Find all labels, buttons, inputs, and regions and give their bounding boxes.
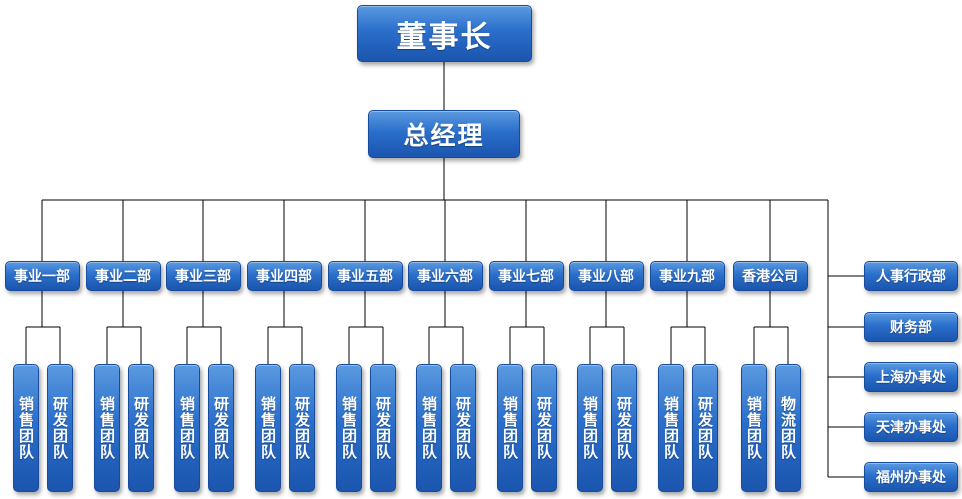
team-node: 销售团队 [255,364,281,492]
side-unit-node: 天津办事处 [864,412,958,442]
side-unit-node: 财务部 [864,312,958,342]
department-node: 事业一部 [4,261,80,291]
team-node: 研发团队 [208,364,234,492]
team-node: 销售团队 [416,364,442,492]
team-node: 销售团队 [13,364,39,492]
team-node: 研发团队 [128,364,154,492]
team-node: 物流团队 [775,364,801,492]
team-node: 研发团队 [450,364,476,492]
team-node: 销售团队 [741,364,767,492]
team-node: 研发团队 [531,364,557,492]
side-unit-node: 上海办事处 [864,362,958,392]
team-node: 销售团队 [577,364,603,492]
team-node: 销售团队 [94,364,120,492]
team-node: 销售团队 [658,364,684,492]
department-node: 事业四部 [246,261,322,291]
side-unit-node: 人事行政部 [864,261,958,291]
team-node: 研发团队 [692,364,718,492]
department-node: 事业三部 [165,261,241,291]
chairman-node: 董事长 [357,5,532,62]
team-node: 销售团队 [174,364,200,492]
general-manager-node: 总经理 [368,110,520,158]
department-node: 事业七部 [488,261,564,291]
team-node: 研发团队 [370,364,396,492]
team-node: 研发团队 [289,364,315,492]
team-node: 销售团队 [336,364,362,492]
department-node: 事业六部 [407,261,483,291]
department-node: 香港公司 [732,261,808,291]
team-node: 销售团队 [497,364,523,492]
department-node: 事业九部 [649,261,725,291]
department-node: 事业二部 [85,261,161,291]
side-unit-node: 福州办事处 [864,462,958,492]
department-node: 事业五部 [327,261,403,291]
department-node: 事业八部 [568,261,644,291]
team-node: 研发团队 [47,364,73,492]
team-node: 研发团队 [611,364,637,492]
